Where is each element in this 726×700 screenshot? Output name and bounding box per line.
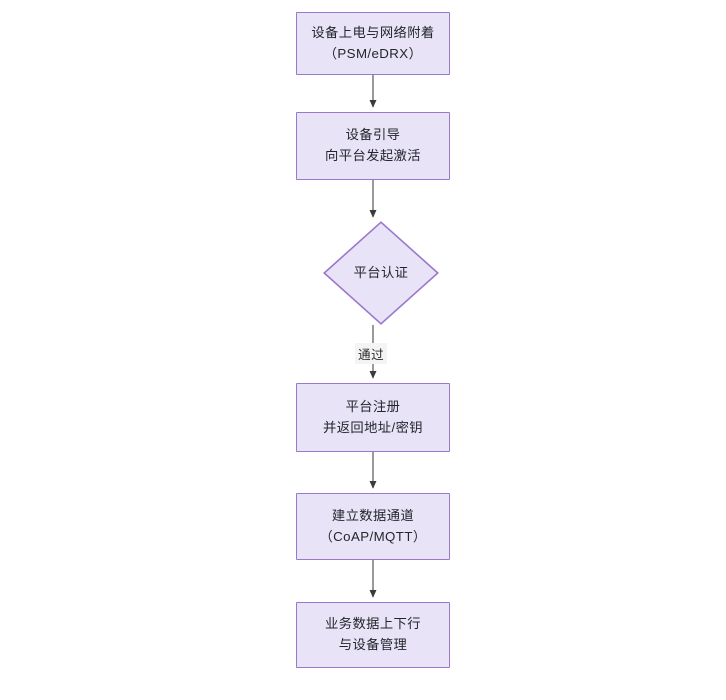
flow-node-label: 平台注册 并返回地址/密钥 (323, 398, 423, 435)
flow-node-platform-register[interactable]: 平台注册 并返回地址/密钥 (296, 383, 450, 452)
flow-node-label: 业务数据上下行 与设备管理 (325, 616, 421, 652)
flow-node-data-channel[interactable]: 建立数据通道 （CoAP/MQTT） (296, 493, 450, 560)
flow-node-device-power-on[interactable]: 设备上电与网络附着 （PSM/eDRX） (296, 12, 450, 75)
flow-node-label: 设备引导 向平台发起激活 (325, 127, 421, 163)
edge-label-pass: 通过 (355, 343, 388, 364)
flow-node-device-bootstrap[interactable]: 设备引导 向平台发起激活 (296, 112, 450, 180)
flow-node-business-data[interactable]: 业务数据上下行 与设备管理 (296, 602, 450, 668)
diamond-icon (323, 221, 439, 325)
flow-node-label: 建立数据通道 （CoAP/MQTT） (319, 507, 427, 544)
flow-node-label: 设备上电与网络附着 （PSM/eDRX） (311, 24, 435, 61)
flow-node-platform-auth-decision[interactable]: 平台认证 (323, 221, 439, 325)
flow-node-label: 平台认证 (353, 264, 409, 280)
